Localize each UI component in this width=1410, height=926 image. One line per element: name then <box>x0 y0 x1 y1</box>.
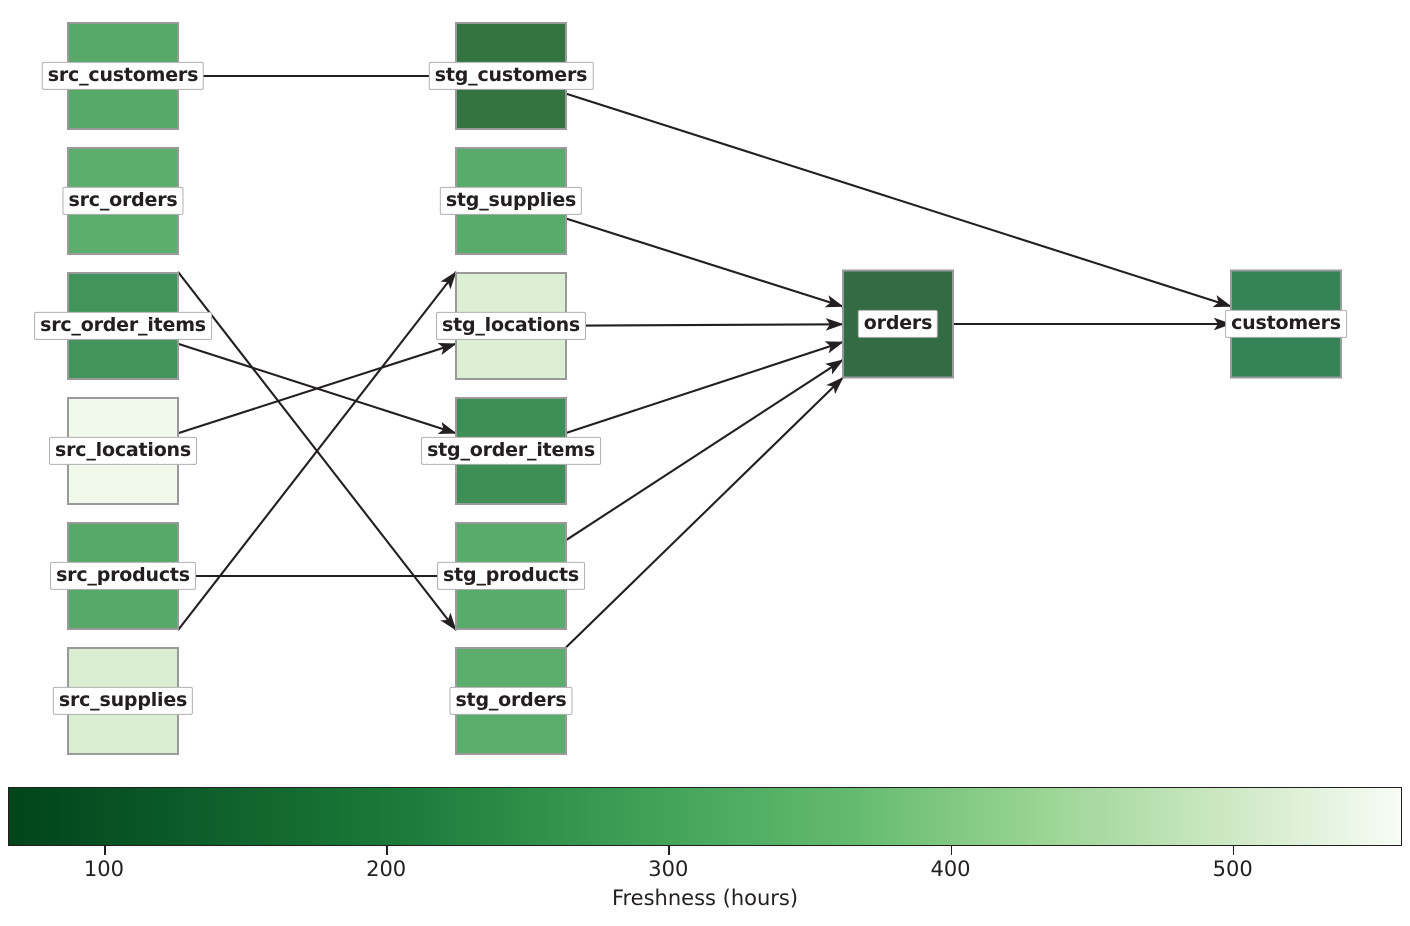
edge-src_locations-to-stg_locations <box>177 342 457 435</box>
edge-stg_locations-to-orders <box>565 318 844 331</box>
colorbar-tick-500 <box>1232 846 1235 855</box>
colorbar-tick-label-100: 100 <box>83 857 124 881</box>
colorbar-tick-label-500: 500 <box>1212 857 1253 881</box>
edge-stg_order_items-to-orders <box>565 341 844 434</box>
colorbar-tick-label-300: 300 <box>648 857 689 881</box>
edge-layer <box>177 74 1232 649</box>
node-label-src_orders[interactable]: src_orders <box>62 186 184 216</box>
colorbar: 100 200 300 400 500 <box>8 787 1402 881</box>
node-label-customers[interactable]: customers <box>1225 309 1347 339</box>
edge-stg_orders-to-orders <box>565 376 844 649</box>
colorbar-gradient <box>8 787 1402 846</box>
colorbar-tick-200 <box>386 846 388 855</box>
node-label-stg_customers[interactable]: stg_customers <box>428 61 594 91</box>
node-label-stg_locations[interactable]: stg_locations <box>435 311 587 341</box>
colorbar-tick-100 <box>103 846 106 855</box>
edge-src_supplies-to-stg_supplies <box>177 271 457 631</box>
edge-stg_supplies-to-orders <box>565 217 844 308</box>
node-label-orders[interactable]: orders <box>857 309 939 339</box>
node-label-src_products[interactable]: src_products <box>50 561 196 591</box>
edge-stg_customers-to-customers <box>565 92 1232 308</box>
colorbar-tick-300 <box>668 846 670 855</box>
colorbar-axis-label: Freshness (hours) <box>611 886 799 910</box>
colorbar-tick-label-200: 200 <box>366 857 407 881</box>
node-label-stg_order_items[interactable]: stg_order_items <box>421 436 601 466</box>
node-label-src_supplies[interactable]: src_supplies <box>52 686 194 716</box>
colorbar-tick-label-400: 400 <box>930 857 971 881</box>
node-label-stg_supplies[interactable]: stg_supplies <box>439 186 583 216</box>
node-label-stg_products[interactable]: stg_products <box>437 561 585 591</box>
edge-stg_products-to-orders <box>565 358 844 542</box>
node-label-stg_orders[interactable]: stg_orders <box>449 686 573 716</box>
node-label-src_order_items[interactable]: src_order_items <box>34 311 212 341</box>
node-label-src_customers[interactable]: src_customers <box>41 61 205 91</box>
node-label-src_locations[interactable]: src_locations <box>49 436 197 466</box>
colorbar-tick-400 <box>950 846 953 855</box>
